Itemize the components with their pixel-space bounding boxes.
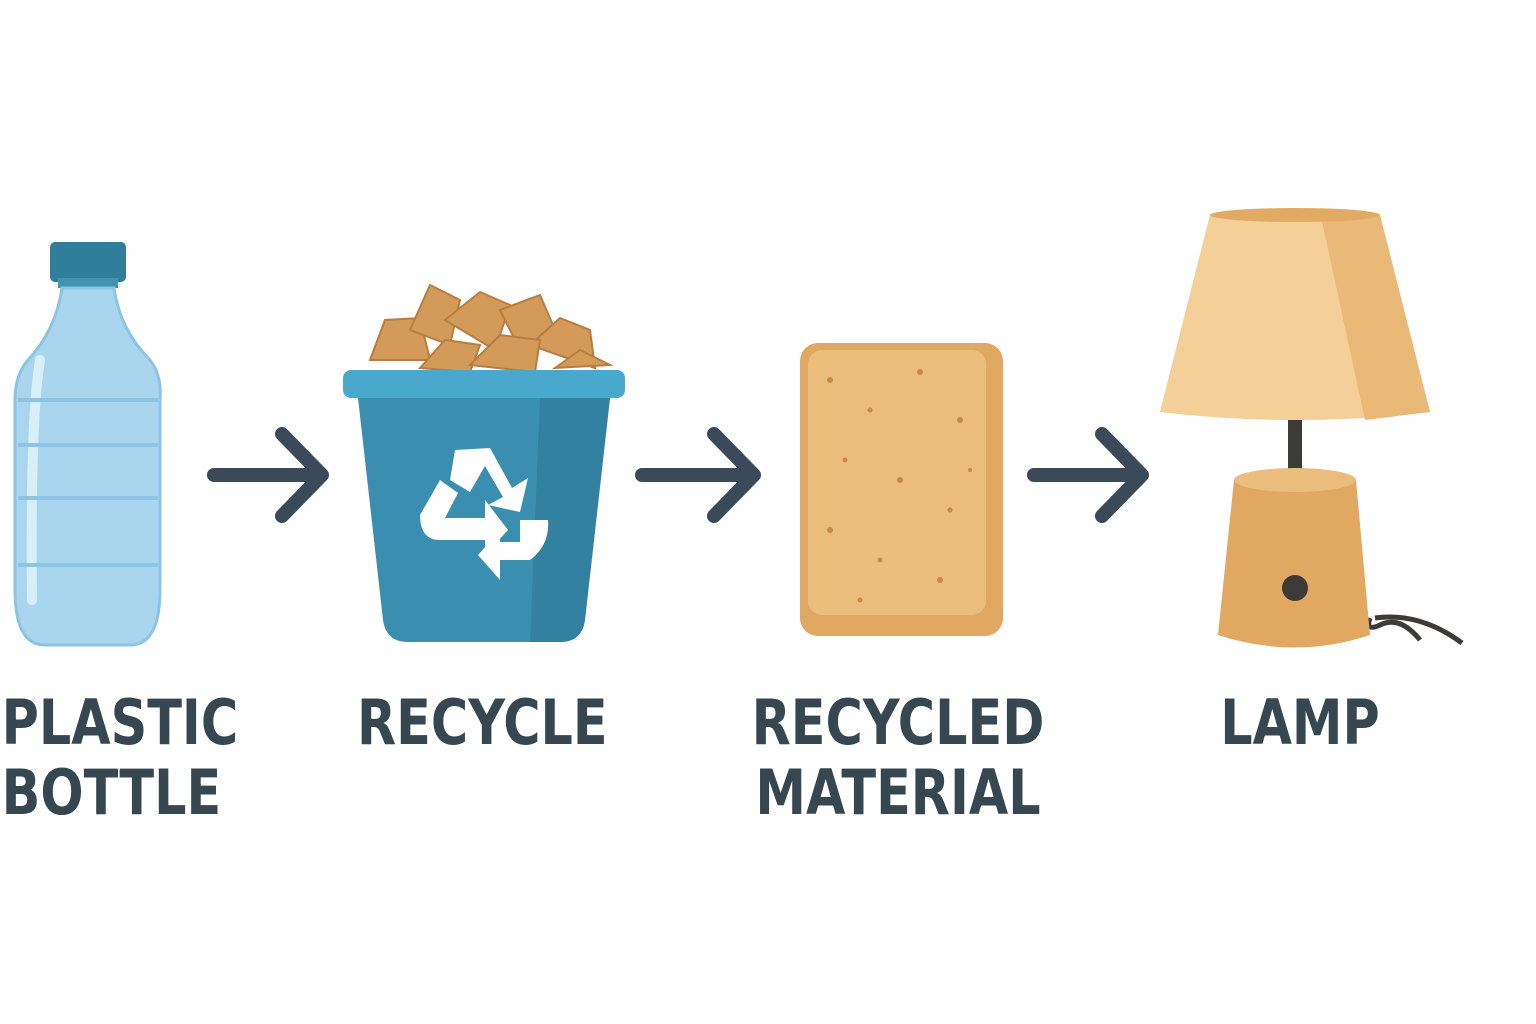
label-line: RECYCLE (357, 686, 608, 759)
step-label-lamp: LAMP (1177, 688, 1423, 758)
step-label-plastic-bottle: PLASTIC BOTTLE (1, 686, 239, 829)
recycled-material-icon (800, 343, 1003, 636)
arrow-icon (1027, 427, 1149, 523)
step-label-recycled-material: RECYCLED MATERIAL (750, 688, 1045, 828)
label-line: MATERIAL (755, 756, 1041, 829)
arrow-icon (635, 427, 761, 523)
recycle-symbol-icon (420, 448, 549, 580)
arrow-icon (207, 427, 329, 523)
label-line: LAMP (1220, 686, 1380, 759)
label-line: BOTTLE (1, 756, 222, 829)
lamp-icon (1160, 208, 1464, 648)
label-line: PLASTIC (1, 686, 239, 759)
lamp-switch-icon (1282, 575, 1308, 601)
recycling-bin-icon (343, 283, 625, 642)
step-label-recycle: RECYCLE (357, 686, 608, 759)
plastic-bottle-icon (13, 242, 162, 647)
label-line: RECYCLED (751, 686, 1045, 759)
